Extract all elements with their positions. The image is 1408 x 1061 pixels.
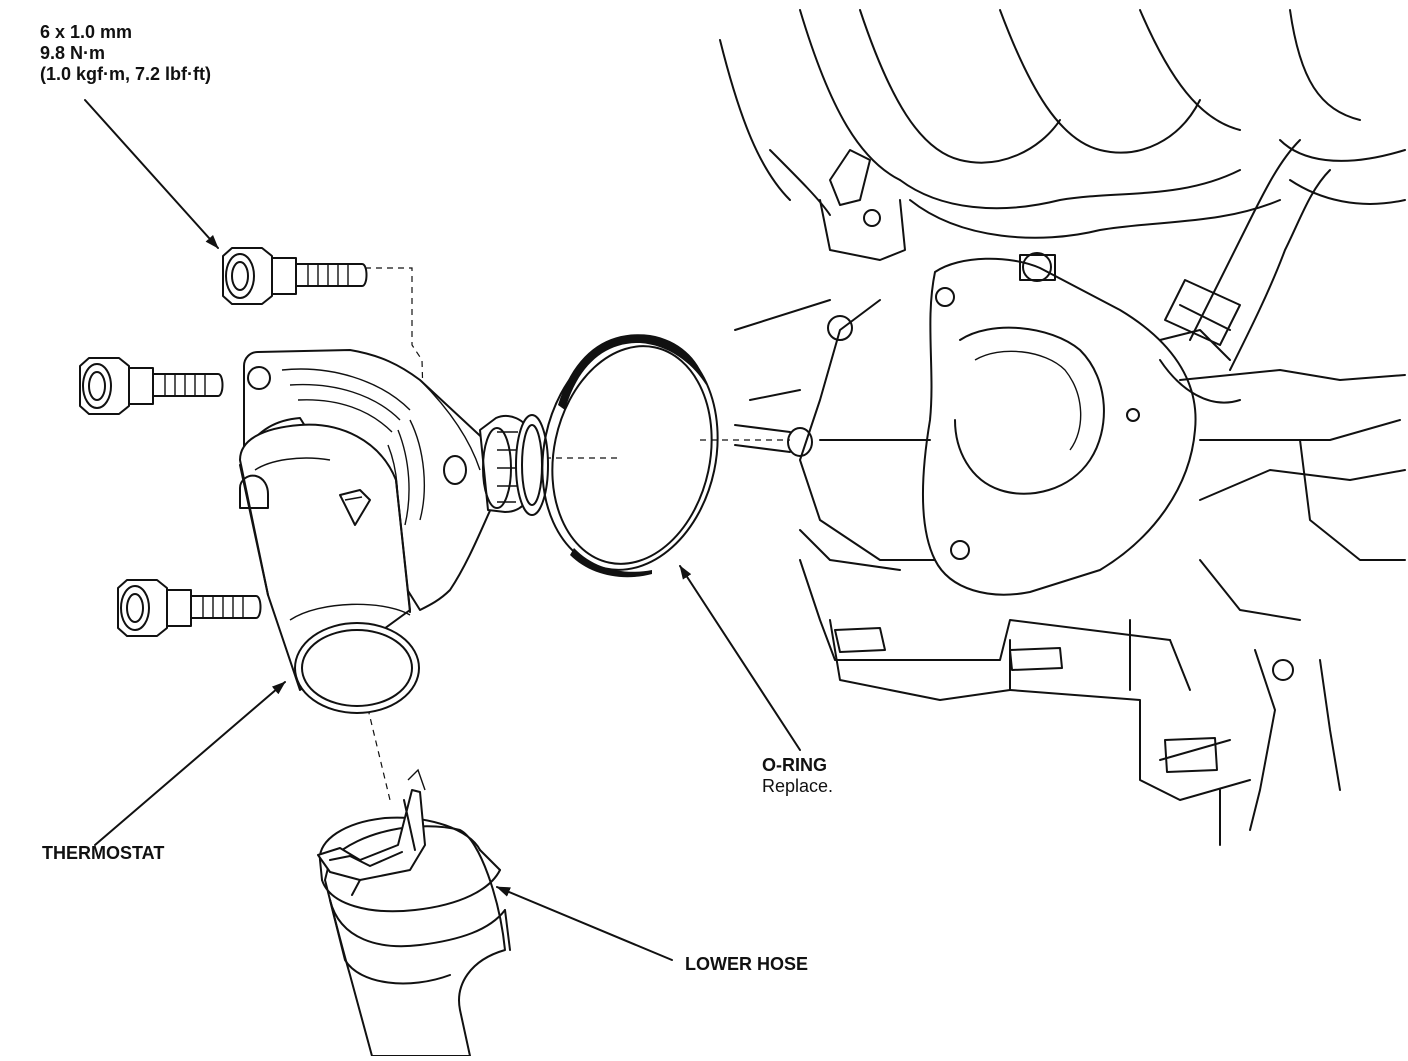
o-ring-label: O-RING Replace. xyxy=(762,755,833,797)
bolt-bottom xyxy=(117,579,262,637)
lower-hose xyxy=(317,768,511,1057)
engine-block xyxy=(719,9,1406,846)
lower-hose-label: LOWER HOSE xyxy=(685,954,809,974)
thermostat-housing xyxy=(239,349,549,714)
o-ring-note: Replace. xyxy=(762,776,834,796)
bolt-top xyxy=(222,247,368,305)
o-ring-title: O-RING xyxy=(762,755,827,775)
bolt-spec-label: 6 x 1.0 mm 9.8 N·m (1.0 kgf·m, 7.2 lbf·f… xyxy=(40,22,211,85)
bolt-size-text: 6 x 1.0 mm xyxy=(40,22,133,42)
thermostat-label: THERMOSTAT xyxy=(42,843,165,863)
bolt-torque-alt-text: (1.0 kgf·m, 7.2 lbf·ft) xyxy=(40,64,212,84)
bolt-torque-text: 9.8 N·m xyxy=(40,43,106,63)
bolt-middle xyxy=(79,357,224,415)
o-ring xyxy=(541,334,719,578)
leader-lines xyxy=(84,99,801,961)
